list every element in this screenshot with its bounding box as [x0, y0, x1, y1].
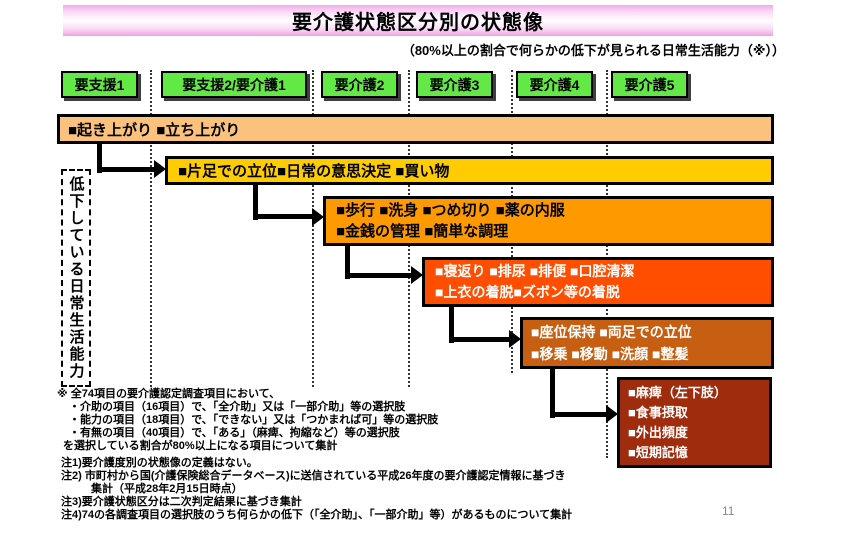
ability-box-line: ■食事摂取: [628, 404, 688, 420]
ability-box-line: ■寝返り ■排尿 ■排便 ■口腔清潔: [435, 263, 635, 279]
footnote-line: 注4)74の各調査項目の選択肢のうち何らかの低下（「全介助」、「一部介助」等）が…: [61, 509, 573, 521]
ability-box-line: ■片足での立位■日常の意思決定 ■買い物: [178, 163, 450, 180]
care-level-youkaigo2: 要介護2: [321, 71, 398, 98]
arrow-right-icon: [312, 208, 324, 226]
ability-box-6: ■麻痺（左下肢） ■食事摂取 ■外出頻度 ■短期記憶: [617, 377, 772, 468]
ability-box-line: ■歩行 ■洗身 ■つめ切り ■薬の内服: [336, 202, 565, 219]
ability-box-4: ■寝返り ■排尿 ■排便 ■口腔清潔 ■上衣の着脱■ズボン等の着脱: [422, 257, 774, 307]
page-title: 要介護状態区分別の状態像: [292, 12, 544, 34]
connector-line: [253, 214, 312, 219]
column-divider: [312, 70, 314, 387]
care-level-youkaigo5: 要介護5: [611, 71, 688, 98]
connector-line: [550, 412, 606, 417]
ability-box-line: ■座位保持 ■両足での立位: [531, 324, 692, 340]
title-band: 要介護状態区分別の状態像: [63, 5, 773, 36]
ability-box-1: ■起き上がり ■立ち上がり: [57, 114, 774, 144]
subtitle: （80%以上の割合で何らかの低下が見られる日常生活能力（※））: [401, 43, 785, 58]
ability-box-5: ■座位保持 ■両足での立位 ■移乗 ■移動 ■洗顔 ■整髪: [520, 317, 774, 369]
connector-line: [449, 337, 509, 342]
connector-line: [449, 305, 454, 343]
care-level-youkaigo4: 要介護4: [516, 71, 593, 98]
arrow-right-icon: [509, 330, 521, 348]
footnote-line: 注2) 市町村から国(介護保険総合データベース)に送信されている平成26年度の要…: [61, 470, 566, 482]
footnote-line: を選択している割合が80%以上になる項目について集計: [63, 440, 338, 452]
left-axis-box: 低下している日常生活能力: [61, 169, 91, 387]
connector-line: [97, 142, 102, 173]
ability-box-line: ■金銭の管理 ■簡単な調理: [336, 223, 509, 240]
connector-line: [253, 183, 258, 220]
ability-box-line: ■短期記憶: [628, 444, 688, 460]
footnote-line: 集計（平成28年2月15日時点）: [91, 483, 243, 495]
arrow-right-icon: [154, 160, 166, 178]
ability-box-line: ■麻痺（左下肢）: [628, 384, 727, 400]
care-level-yousien1: 要支援1: [61, 71, 138, 98]
column-divider: [150, 70, 152, 387]
ability-box-2: ■片足での立位■日常の意思決定 ■買い物: [165, 156, 774, 185]
footnote-line: ・有無の項目（40項目）で、「ある」（麻痺、拘縮など）等の選択肢: [69, 427, 400, 439]
connector-line: [345, 244, 350, 279]
left-axis-label: 低下している日常生活能力: [67, 176, 85, 380]
footnotes: ※ 全74項目の要介護認定調査項目において、 ・介助の項目（16項目）で、「全介…: [57, 388, 572, 522]
footnote-line: ・介助の項目（16項目）で、「全介助」又は「一部介助」等の選択肢: [69, 401, 406, 413]
ability-box-line: ■移乗 ■移動 ■洗顔 ■整髪: [531, 346, 689, 362]
arrow-right-icon: [411, 266, 423, 284]
ability-box-3: ■歩行 ■洗身 ■つめ切り ■薬の内服 ■金銭の管理 ■簡単な調理: [323, 196, 774, 246]
connector-line: [550, 367, 555, 418]
ability-box-line: ■起き上がり ■立ち上がり: [68, 121, 241, 139]
footnote-line: 注1)要介護度別の状態像の定義はない。: [61, 457, 258, 469]
connector-line: [97, 167, 154, 172]
care-level-youkaigo3: 要介護3: [416, 71, 493, 98]
connector-line: [345, 273, 411, 278]
footnote-line: ・能力の項目（18項目）で、「できない」又は「つかまれば可」等の選択肢: [69, 414, 439, 426]
ability-box-line: ■上衣の着脱■ズボン等の着脱: [435, 284, 620, 300]
care-level-yousien2-youkaigo1: 要支援2/要介護1: [161, 71, 307, 98]
ability-box-line: ■外出頻度: [628, 424, 688, 440]
footnote-line: 注3)要介護状態区分は二次判定結果に基づき集計: [61, 496, 302, 508]
page-number: 11: [722, 504, 735, 518]
arrow-right-icon: [606, 405, 618, 423]
footnote-line: ※ 全74項目の要介護認定調査項目において、: [57, 388, 281, 400]
